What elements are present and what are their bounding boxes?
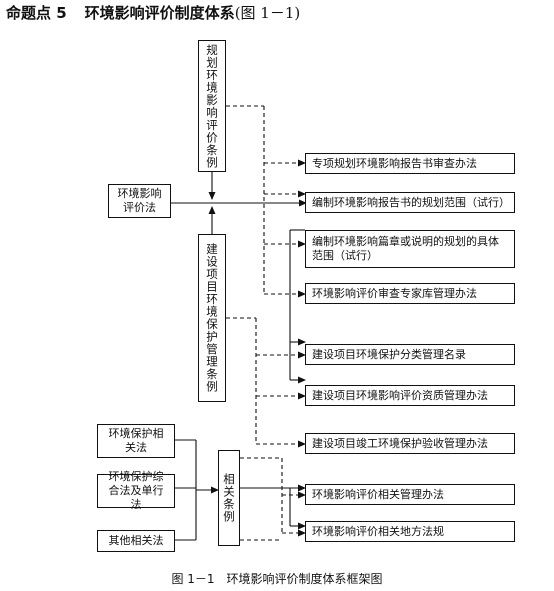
other-laws-label: 其他相关法 (108, 534, 164, 547)
heading-number: 命题点 5 (6, 4, 67, 22)
right-item-label: 专项规划环境影响报告书审查办法 (312, 156, 477, 170)
eia-law-label: 环境影响评价法 (117, 187, 162, 214)
env-protection-laws-label: 环境保护相关法 (108, 427, 164, 454)
right-item-4: 环境影响评价审查专家库管理办法 (305, 283, 515, 304)
comprehensive-laws-box: 环境保护综合法及单行法 (97, 470, 175, 511)
right-item-label: 环境影响评价相关地方法规 (312, 524, 444, 538)
right-item-label: 建设项目环境影响评价资质管理办法 (312, 388, 488, 402)
right-item-label: 环境影响评价相关管理办法 (312, 487, 444, 501)
right-item-1: 专项规划环境影响报告书审查办法 (305, 153, 515, 174)
other-laws-box: 其他相关法 (97, 530, 175, 552)
right-item-3: 编制环境影响篇章或说明的规划的具体范围（试行） (305, 230, 515, 268)
right-item-label: 编制环境影响报告书的规划范围（试行） (312, 195, 510, 209)
planning-regulation-box: 规划环境影响评价条例 (198, 40, 226, 172)
construction-regulation-label: 建设项目环境保护管理条例 (205, 243, 219, 393)
right-item-9: 环境影响评价相关地方法规 (305, 521, 515, 542)
right-item-5: 建设项目环境保护分类管理名录 (305, 344, 515, 365)
planning-regulation-label: 规划环境影响评价条例 (205, 43, 219, 169)
env-protection-laws-box: 环境保护相关法 (97, 424, 175, 458)
eia-law-box: 环境影响评价法 (108, 184, 171, 218)
construction-regulation-box: 建设项目环境保护管理条例 (198, 234, 226, 402)
related-regulations-box: 相关条例 (218, 450, 240, 546)
right-item-label: 环境影响评价审查专家库管理办法 (312, 286, 477, 300)
right-item-7: 建设项目竣工环境保护验收管理办法 (305, 433, 515, 454)
right-item-label: 建设项目竣工环境保护验收管理办法 (312, 436, 488, 450)
right-item-2: 编制环境影响报告书的规划范围（试行） (305, 192, 515, 213)
related-regulations-label: 相关条例 (222, 473, 236, 523)
heading-title: 环境影响评价制度体系 (84, 4, 235, 22)
right-item-label: 建设项目环境保护分类管理名录 (312, 347, 466, 361)
figure-caption: 图 1－1 环境影响评价制度体系框架图 (171, 572, 383, 586)
right-item-label: 编制环境影响篇章或说明的规划的具体范围（试行） (312, 235, 499, 262)
comprehensive-laws-label: 环境保护综合法及单行法 (108, 470, 164, 511)
right-item-8: 环境影响评价相关管理办法 (305, 484, 515, 505)
right-item-6: 建设项目环境影响评价资质管理办法 (305, 385, 515, 406)
section-heading: 命题点 5 环境影响评价制度体系(图 1－1) (6, 2, 300, 23)
heading-figure-ref: (图 1－1) (234, 4, 301, 22)
